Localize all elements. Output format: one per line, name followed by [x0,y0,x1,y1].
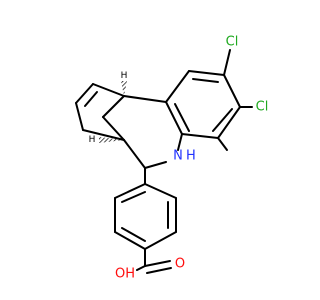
bond [102,116,125,141]
nitrogen-label: N [173,149,183,164]
wedge-bond [124,140,147,171]
bond [121,227,146,242]
bond [136,265,146,271]
bond [75,102,84,131]
atom-label-layer: Cl Cl N H O OH H H [89,35,269,282]
bond [144,161,167,169]
chlorine-label-top: Cl [226,35,239,50]
bond [188,70,225,76]
bond [121,191,146,203]
bond-layer [75,49,253,274]
bond [114,231,146,250]
bond [144,260,171,267]
bond [146,267,172,274]
bond [217,137,228,151]
stereo-hydrogen-3a: H [89,135,96,145]
bond [84,91,98,107]
stereo-bond-layer [99,81,147,171]
bond [75,83,94,104]
bond [123,95,167,103]
bond [177,133,183,151]
bond [102,95,125,118]
stereo-hydrogen-9b: H [121,71,128,81]
bond [92,83,125,97]
hash-bond [121,81,127,96]
bond [181,133,219,139]
nitrogen-hydrogen-label: H [186,149,196,164]
hash-bond [99,137,124,143]
bond [82,129,125,141]
bond [212,108,233,132]
molecule-structure: Cl Cl N H O OH H H [75,35,269,282]
chlorine-label-right: Cl [256,100,269,115]
bond [217,106,241,139]
bond [223,74,241,108]
bond [144,183,177,199]
bond [223,49,231,76]
carbonyl-oxygen-label: O [175,257,185,272]
bond [192,78,219,83]
bond [174,103,190,132]
bond [114,183,146,199]
bond [165,70,190,103]
hydroxyl-label: OH [115,267,135,282]
bond [144,231,177,250]
bond [165,101,183,135]
